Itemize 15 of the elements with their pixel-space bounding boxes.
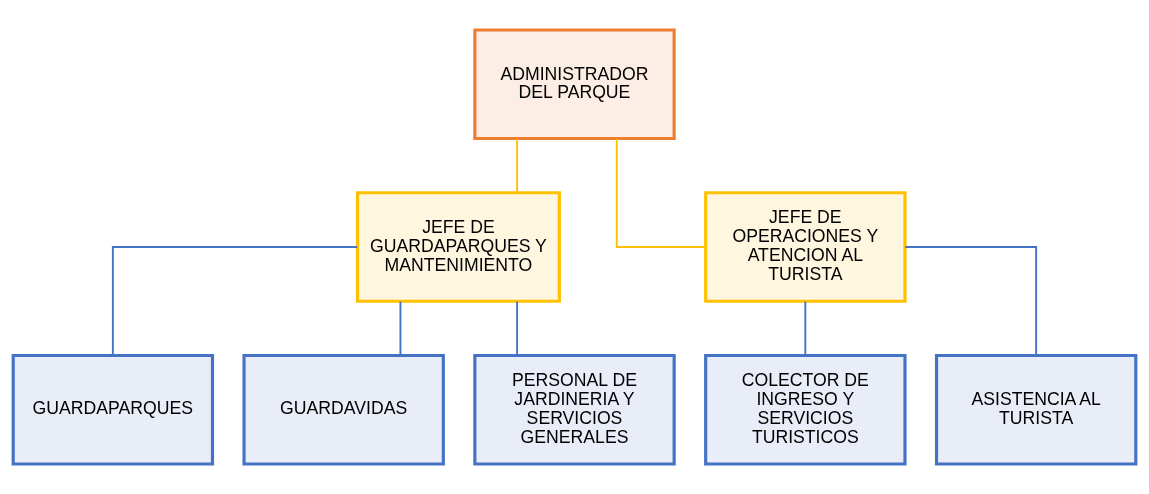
- connector: [111, 246, 359, 357]
- node-box: GUARDAVIDAS: [242, 353, 445, 466]
- node-box: GUARDAPARQUES: [11, 353, 215, 466]
- node-box: ASISTENCIA AL TURISTA: [934, 353, 1138, 466]
- node-box: JEFE DE OPERACIONES Y ATENCION AL TURISTA: [704, 191, 907, 303]
- connector: [904, 246, 1038, 357]
- node-box: PERSONAL DE JARDINERIA Y SERVICIOS GENERALES: [473, 353, 676, 466]
- connector: [804, 300, 807, 356]
- node-box: JEFE DE GUARDAPARQUES Y MANTENIMIENTO: [355, 191, 561, 303]
- node-box: ADMINISTRADOR DEL PARQUE: [473, 28, 676, 141]
- connector: [516, 137, 519, 194]
- connector: [399, 300, 402, 356]
- connector: [516, 300, 519, 356]
- node-box: COLECTOR DE INGRESO Y SERVICIOS TURISTICOS: [704, 353, 907, 466]
- connector: [615, 137, 707, 248]
